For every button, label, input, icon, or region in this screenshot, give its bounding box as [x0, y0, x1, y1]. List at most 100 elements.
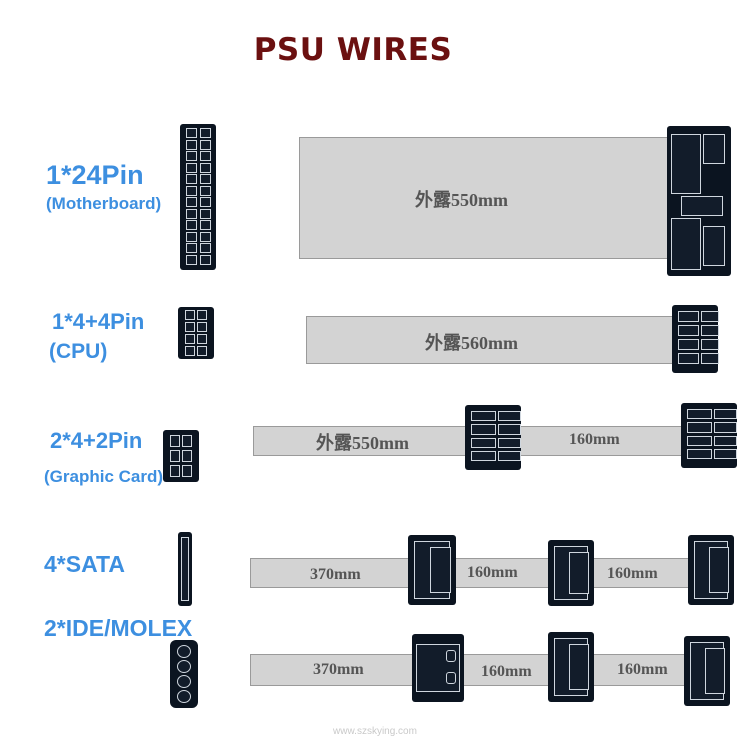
cable-length-label: 370mm [310, 566, 361, 583]
connector-pin-icon [197, 310, 207, 320]
connector-pin-icon [200, 185, 211, 196]
connector-pin-icon [177, 660, 191, 673]
connector-pin-icon [197, 346, 207, 356]
connector-pin-icon [703, 226, 725, 266]
connector-pin-icon [708, 547, 730, 593]
connector-pin-icon [671, 134, 701, 194]
connector-pin-icon [200, 231, 211, 242]
connector-pin-icon [568, 552, 590, 594]
connector-pin-icon [182, 465, 192, 477]
cable-length-label: 160mm [607, 565, 658, 582]
connector-pin-icon [678, 311, 699, 322]
connector-pin-icon [186, 231, 197, 242]
connector-pin-icon [671, 218, 701, 270]
connector-pin-icon [498, 411, 521, 422]
connector-pin-icon [700, 311, 720, 322]
24pin-plug-icon [667, 126, 731, 276]
connector-pin-icon [197, 322, 207, 332]
connector-pin-icon [200, 151, 211, 161]
connector-pin-icon [471, 437, 497, 448]
molex-plug-icon [412, 634, 464, 702]
connector-pin-icon [170, 450, 180, 462]
cable-length-label: 160mm [569, 431, 620, 448]
connector-pin-icon [186, 162, 197, 173]
connector-pin-icon [197, 334, 207, 344]
connector-pin-icon [678, 353, 699, 364]
cable-length-label: 160mm [467, 564, 518, 581]
connector-pin-icon [498, 437, 521, 448]
cable-length-label: 160mm [481, 663, 532, 680]
connector-pin-icon [446, 650, 456, 662]
connector-pin-icon [177, 690, 191, 703]
connector-pin-icon [186, 139, 197, 150]
cable-length-label: 160mm [617, 661, 668, 678]
connector-pin-icon [177, 645, 191, 658]
connector-pin-icon [186, 128, 197, 138]
connector-pin-icon [687, 448, 713, 459]
connector-pin-icon [170, 465, 180, 477]
cable-sublabel-motherboard: (Motherboard) [46, 194, 162, 213]
cable-label-24pin: 1*24Pin [46, 160, 144, 190]
sata-plug-icon [688, 535, 734, 605]
connector-pin-icon [200, 220, 211, 230]
cable-sublabel-cpu: (CPU) [49, 340, 108, 363]
connector-pin-icon [703, 134, 725, 164]
connector-pin-icon [700, 353, 720, 364]
cable-length-label: 外露560mm [425, 333, 518, 353]
cable-length-label: 外露550mm [415, 190, 508, 210]
connector-pin-icon [687, 409, 713, 420]
connector-pin-icon [200, 197, 211, 207]
connector-pin-icon [471, 411, 497, 422]
24pin-connector-icon [180, 124, 216, 270]
connector-pin-icon [185, 310, 195, 320]
connector-pin-icon [200, 243, 211, 253]
connector-pin-icon [170, 435, 180, 447]
connector-pin-icon [568, 644, 590, 690]
connector-pin-icon [200, 162, 211, 173]
connector-pin-icon [200, 208, 211, 219]
connector-pin-icon [182, 435, 192, 447]
connector-pin-icon [498, 450, 521, 461]
pcie-connector-icon [163, 430, 199, 482]
connector-pin-icon [186, 197, 197, 207]
connector-pin-icon [704, 648, 726, 694]
watermark: www.szskying.com [333, 726, 417, 737]
cpu-plug-icon [672, 305, 720, 373]
sata-connector-icon [178, 532, 192, 606]
cpu-connector-icon [178, 307, 214, 359]
molex-connector-icon [170, 640, 198, 708]
pcie-plug-icon [465, 405, 521, 470]
connector-pin-icon [185, 346, 195, 356]
connector-pin-icon [681, 196, 723, 216]
connector-pin-icon [700, 339, 720, 350]
connector-pin-icon [200, 254, 211, 265]
connector-pin-icon [182, 450, 192, 462]
connector-pin-icon [185, 322, 195, 332]
connector-pin-icon [471, 450, 497, 461]
connector-pin-icon [186, 220, 197, 230]
connector-pin-icon [186, 174, 197, 184]
connector-pin-icon [714, 435, 737, 446]
cable-molex [250, 654, 690, 686]
pcie-plug-icon [681, 403, 737, 468]
cable-label-sata: 4*SATA [44, 551, 125, 577]
cable-sata [250, 558, 695, 588]
connector-pin-icon [200, 174, 211, 184]
connector-pin-icon [687, 422, 713, 433]
sata-plug-icon [408, 535, 456, 605]
cable-length-label: 外露550mm [316, 433, 409, 453]
connector-pin-icon [700, 325, 720, 336]
cable-label-pcie: 2*4+2Pin [50, 428, 143, 453]
connector-pin-icon [186, 185, 197, 196]
connector-pin-icon [714, 422, 737, 433]
connector-pin-icon [471, 424, 497, 435]
cable-sublabel-graphic-card: (Graphic Card) [44, 467, 164, 486]
connector-pin-icon [687, 435, 713, 446]
connector-pin-icon [186, 151, 197, 161]
connector-pin-icon [186, 243, 197, 253]
molex-plug-icon [548, 632, 594, 702]
sata-plug-icon [548, 540, 594, 606]
connector-pin-icon [678, 325, 699, 336]
molex-plug-icon [684, 636, 730, 706]
connector-pin-icon [177, 675, 191, 688]
